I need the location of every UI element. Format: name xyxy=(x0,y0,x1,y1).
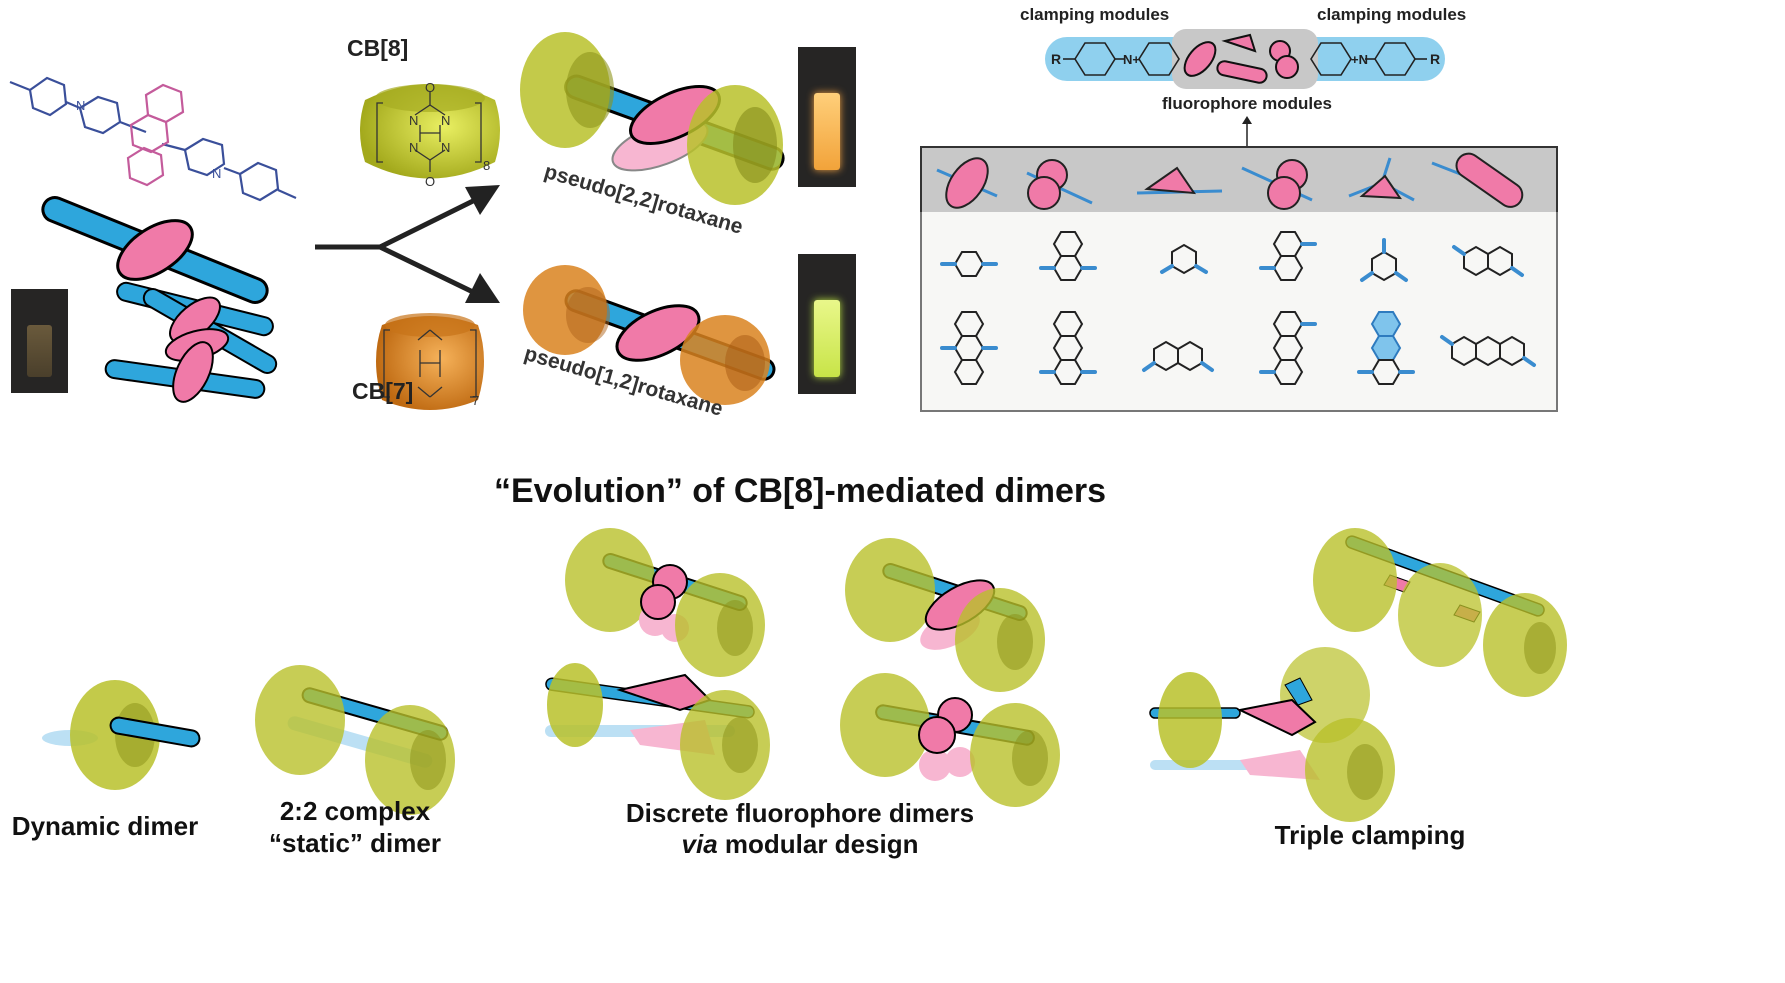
cb8-host: N N N N O O 8 xyxy=(360,80,500,189)
fluorophore-modules-label: fluorophore modules xyxy=(1162,94,1332,113)
r-group-left: R xyxy=(1051,51,1061,67)
shape-peanut-2 xyxy=(1267,159,1308,210)
evolution-title: “Evolution” of CB[8]-mediated dimers xyxy=(493,472,1107,510)
modular-design-caption-2: via modular design xyxy=(600,828,1000,860)
shape-triarm xyxy=(1359,174,1402,200)
fluorophore-shapes-panel xyxy=(920,146,1558,216)
fluorophore-cores-panel xyxy=(920,212,1558,412)
clamping-modules-right-label: clamping modules xyxy=(1317,5,1467,24)
shape-peanut-1 xyxy=(1027,159,1068,210)
shape-triangle xyxy=(1144,166,1197,195)
vial-start xyxy=(11,289,68,393)
modular-design-text: modular design xyxy=(717,829,919,859)
fluorophore-cores xyxy=(940,231,1536,385)
r-group-right: R xyxy=(1430,51,1440,67)
aggregate-cartoon xyxy=(104,281,278,403)
module-arrow xyxy=(1242,116,1252,146)
triple-clamp-linear xyxy=(1313,528,1567,697)
static-dimer-illustration xyxy=(255,665,455,815)
guest-molecule-structure: N N xyxy=(9,76,297,202)
arrowhead-down xyxy=(465,273,500,303)
dynamic-dimer-illustration xyxy=(42,680,201,790)
modular-dimer-peanut xyxy=(565,528,765,677)
cb8-subscript: 8 xyxy=(483,158,490,173)
dynamic-dimer-caption: Dynamic dimer xyxy=(11,811,199,841)
atom-o: O xyxy=(425,80,435,95)
cb8-label: CB[8] xyxy=(347,35,409,61)
vial-orange xyxy=(798,47,856,187)
modular-design-caption-1: Discrete fluorophore dimers xyxy=(625,798,975,828)
atom-n: N xyxy=(409,113,418,128)
clamping-modules-left-label: clamping modules xyxy=(1020,5,1170,24)
modular-dimer-peanut-2 xyxy=(840,673,1060,807)
via-italic: via xyxy=(681,829,718,859)
pseudo12-rotaxane xyxy=(523,265,776,405)
n-plus-left-module: N+ xyxy=(1123,52,1140,67)
cb7-label: CB[7] xyxy=(352,378,414,404)
modular-dimer-triangle xyxy=(545,663,770,800)
fluorophore-shape xyxy=(116,219,194,281)
atom-o: O xyxy=(425,174,435,189)
cb7-host: 7 xyxy=(376,313,484,410)
reaction-arrow xyxy=(315,185,500,303)
atom-n: N xyxy=(441,140,450,155)
triple-clamp-tripod xyxy=(1149,647,1395,822)
arrowhead-up xyxy=(465,185,500,215)
n-plus-left: N xyxy=(76,98,85,113)
atom-n: N xyxy=(441,113,450,128)
guest-cartoon xyxy=(41,196,269,304)
module-bar-structures: R N+ +N R xyxy=(1051,33,1440,84)
triple-clamping-caption: Triple clamping xyxy=(1274,820,1466,850)
atom-n: N xyxy=(409,140,418,155)
static-dimer-caption-1: 2:2 complex xyxy=(279,796,431,826)
shape-ellipse xyxy=(945,157,989,209)
static-dimer-caption-2: “static” dimer xyxy=(269,828,441,858)
n-plus-right: N xyxy=(212,166,221,181)
cb7-subscript: 7 xyxy=(472,393,479,408)
vial-green xyxy=(798,254,856,394)
shape-rod xyxy=(1455,152,1524,208)
n-plus-right-module: +N xyxy=(1351,52,1368,67)
modular-dimer-ellipse xyxy=(845,538,1045,692)
pseudo22-rotaxane xyxy=(520,32,785,205)
fluorophore-shapes xyxy=(936,152,1524,210)
